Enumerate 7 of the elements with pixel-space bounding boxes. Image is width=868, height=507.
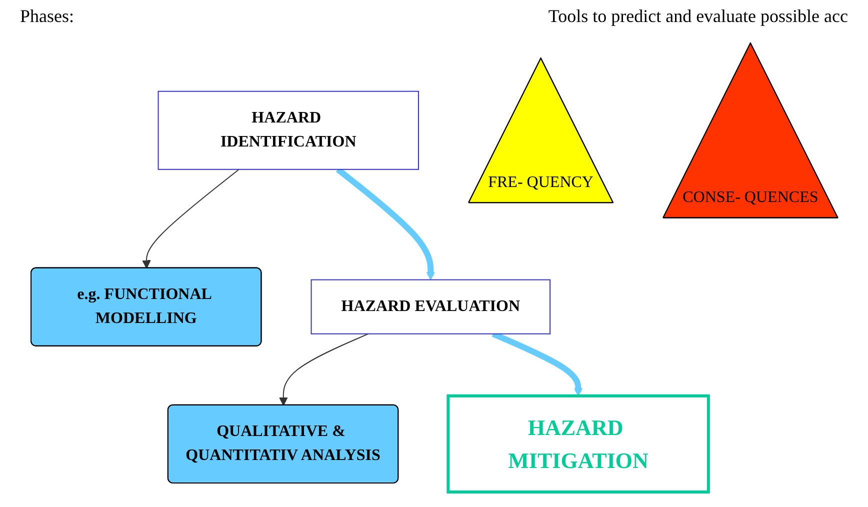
node-box: HAZARD EVALUATION (310, 278, 550, 334)
node-box: HAZARD IDENTIFICATION (157, 90, 419, 170)
note-text: Phases: (20, 6, 74, 28)
note-text: Tools to predict and evaluate possible acc (548, 6, 848, 28)
arrow (278, 332, 368, 406)
arrow (142, 168, 240, 268)
node-box: HAZARD MITIGATION (446, 394, 710, 493)
